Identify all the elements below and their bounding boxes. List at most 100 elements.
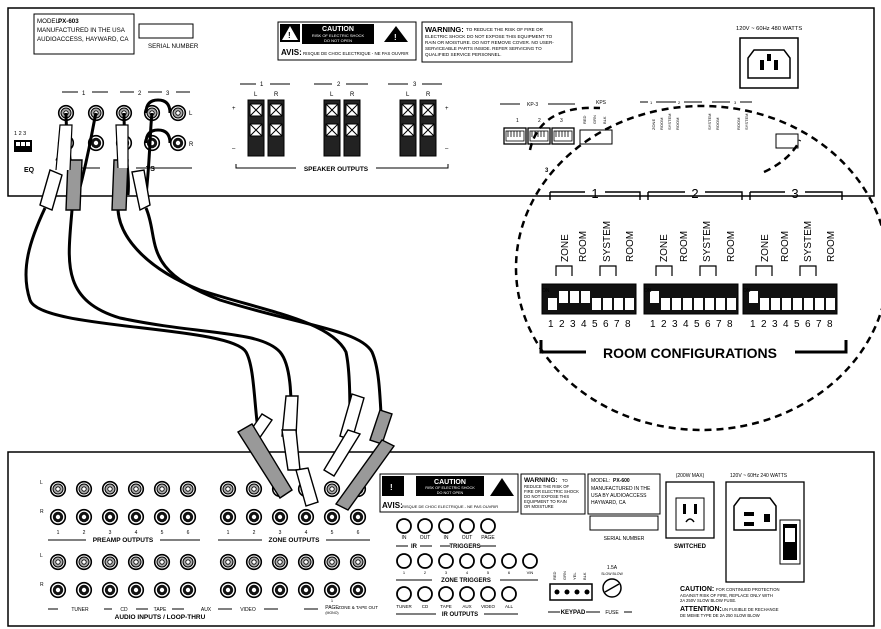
jack-num: 6 [187, 530, 190, 536]
room-group-num: 1 [591, 186, 598, 201]
sw-num: 6 [603, 319, 609, 330]
top-model-label: MODEL: [37, 18, 61, 25]
mini-label: ROOM [659, 118, 664, 130]
top-model-plate: MODEL: PX-603 MANUFACTURED IN THE USA AU… [33, 13, 199, 55]
zone-trig-num: 5 [487, 570, 490, 575]
mini-label: SYSTEM [707, 114, 712, 130]
top-caution-title: CAUTION [322, 26, 354, 33]
ir-output-label: CD [422, 604, 429, 609]
mini-label: ROOM [736, 118, 741, 130]
keypad-wire: BLK [582, 572, 587, 580]
speaker-l: L [330, 92, 334, 98]
ir-output-label: TUNER [396, 604, 412, 609]
bottom-warning-line: REDUCE THE RISK OF [524, 484, 570, 489]
kps-wire: BLK [602, 116, 607, 124]
svg-text:!: ! [394, 33, 397, 42]
mini-label: ROOM [715, 118, 720, 130]
page-mono: (MONO) [325, 611, 338, 615]
zone-trig-num: 3 [445, 570, 448, 575]
bottom-warning-line: EQUIPMENT TO RAIN [524, 499, 567, 504]
preamp-outputs-label: PREAMP OUTPUTS [93, 537, 154, 544]
bottom-mfg-line: MANUFACTURED IN THE [591, 486, 651, 492]
ir-label: IR [411, 544, 418, 550]
dip-switch [782, 298, 791, 310]
dip-switch [793, 298, 802, 310]
label-system: SYSTEM [702, 221, 713, 262]
top-power-label: 120V ~ 60Hz 480 WATTS [736, 26, 802, 32]
top-warning-label: WARNING: TO REDUCE THE RISK OF FIRE OR E… [421, 21, 573, 63]
top-caution-line1: RISK OF ELECTRIC SHOCK [312, 33, 365, 38]
bottom-model-number: PX-600 [613, 478, 630, 484]
trig-page-label: PAGE [481, 535, 495, 541]
ir-output-label: AUX [462, 604, 471, 609]
keypad-wire: YEL [572, 572, 577, 580]
sw-num: 8 [727, 319, 733, 330]
room-config-group-3: 3 [749, 186, 843, 201]
sw-num: 2 [661, 319, 667, 330]
top-eq-switch: 1 2 3 EQ [14, 131, 35, 174]
keypad-label: KEYPAD [561, 610, 586, 616]
kp3-label: KP-3 [527, 102, 538, 108]
source-label-tuner: TUNER [71, 607, 89, 613]
attention-line: UN FUSIBLE DE RECHANGE [722, 607, 779, 612]
top-amplifier-panel: MODEL: PX-603 MANUFACTURED IN THE USA AU… [7, 7, 875, 197]
dip-switch [694, 298, 703, 310]
bottom-l: L [40, 480, 43, 486]
sw-num: 7 [614, 319, 620, 330]
top-mini-room-config: 1 2 3 ZONE ROOM SYSTEM ROOM SYSTEM ROOM … [640, 100, 799, 149]
jack-num: 5 [331, 530, 334, 536]
room-config-group-2: 2 [647, 186, 743, 201]
top-avis-text: RISQUE DE CHOC ELECTRIQUE - NE PAS OUVRI… [303, 51, 409, 56]
dip-switch-numbers: 1 2 3 4 5 6 7 8 1 2 3 4 5 6 7 8 1 2 3 4 … [548, 319, 833, 330]
bottom-warning-line: DO NOT EXPOSE THIS [524, 494, 569, 499]
bottom-warning-line: TO [562, 478, 568, 483]
kp-num: 1 [516, 118, 519, 124]
dip-switch [603, 298, 612, 310]
source-label-zone-tape-out: ZONE & TAPE OUT [338, 605, 378, 610]
sw-num: 3 [570, 319, 576, 330]
on-label: ON [542, 288, 550, 294]
keypad-wire: GRN [562, 571, 567, 580]
top-avis-label: AVIS: [281, 48, 302, 57]
top-input-num: 1 [82, 91, 86, 97]
attention-title: ATTENTION: [680, 606, 722, 613]
source-label-video: VIDEO [240, 607, 256, 613]
bottom-caution-line2: DO NOT OPEN [437, 491, 464, 495]
ir-out-label: OUT [420, 535, 431, 541]
top-serial-label: SERIAL NUMBER [148, 43, 199, 50]
room-config-labels: ZONE ROOM SYSTEM ROOM ZONE ROOM SYSTEM R… [560, 221, 837, 262]
speaker-outputs-label: SPEAKER OUTPUTS [304, 166, 369, 173]
bottom-avis-label: AVIS: [382, 501, 403, 510]
dip-switch [826, 298, 835, 310]
eq-numbers: 1 2 3 [14, 131, 26, 137]
dip-switch [749, 291, 758, 303]
top-input-jacks: 1 2 3 L R TS [57, 91, 194, 173]
bottom-power-inlet: 120V ~ 60Hz 240 WATTS [725, 473, 805, 583]
zone-triggers-label: ZONE TRIGGERS [441, 578, 491, 584]
sw-num: 5 [794, 319, 800, 330]
top-input-num: 2 [138, 91, 142, 97]
zone-trig-num: 2 [424, 570, 427, 575]
label-room: ROOM [625, 231, 636, 262]
mini-group-num: 3 [734, 100, 737, 105]
switched-outlet: (200W MAX) SWITCHED [665, 473, 715, 550]
jack-num: 2 [83, 530, 86, 536]
top-speaker-outputs: 1 2 3 L R L R L R + – + – SPEAKER OUTPUT… [232, 82, 449, 173]
label-room: ROOM [578, 231, 589, 262]
top-input-l: L [189, 111, 193, 117]
dip-switch [570, 291, 579, 303]
bottom-r: R [40, 582, 44, 588]
top-warning-line: SERVICEABLE PARTS INSIDE. REFER SERVICIN… [425, 46, 542, 51]
bottom-audio-jacks: L R L R 1 2 3 4 5 6 1 2 [40, 480, 378, 621]
top-mfg-line1: MANUFACTURED IN THE USA [37, 27, 126, 34]
bottom-warning-label: WARNING: TO REDUCE THE RISK OF FIRE OR E… [520, 473, 586, 515]
top-warning-line: RAIN OR MOISTURE. DO NOT REMOVE COVER. N… [425, 40, 554, 45]
sw-num: 4 [683, 319, 689, 330]
sw-num: 7 [716, 319, 722, 330]
mini-label: SYSTEM [744, 114, 749, 130]
speaker-l: L [254, 92, 258, 98]
zone-trig-num: 1 [403, 570, 406, 575]
dip-switch [760, 298, 769, 310]
on-label: ON [743, 288, 751, 294]
bottom-warning-title: WARNING: [524, 477, 558, 484]
